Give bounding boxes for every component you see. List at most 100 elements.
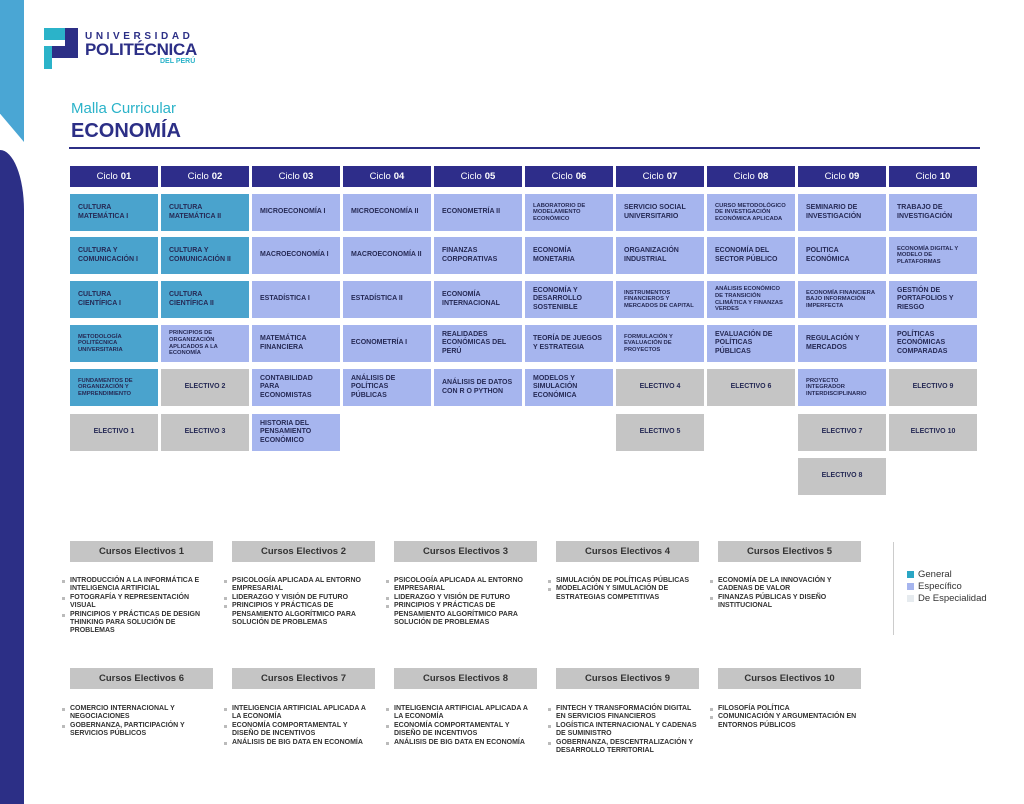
legend-divider — [893, 542, 894, 635]
elective-item: FOTOGRAFÍA Y REPRESENTACIÓN VISUAL — [62, 594, 212, 611]
cycle-number: 02 — [211, 171, 223, 182]
course-cell: Electivo 7 — [798, 414, 886, 451]
elective-item: FINTECH Y TRANSFORMACIÓN DIGITAL EN SERV… — [548, 705, 698, 722]
course-cell: Econometría II — [434, 194, 522, 231]
course-cell: Análisis de Datos con R o Python — [434, 369, 522, 406]
elective-item: ANÁLISIS DE BIG DATA EN ECONOMÍA — [224, 739, 374, 747]
elective-item: SIMULACIÓN DE POLÍTICAS PÚBLICAS — [548, 577, 698, 585]
course-cell: Realidades Económicas del Perú — [434, 325, 522, 362]
course-cell: Economía Internacional — [434, 281, 522, 318]
elective-item: COMUNICACIÓN Y ARGUMENTACIÓN EN ENTORNOS… — [710, 713, 860, 730]
course-cell: Finanzas Corporativas — [434, 237, 522, 274]
course-cell: Electivo 1 — [70, 414, 158, 451]
cycle-label: Ciclo — [824, 171, 846, 182]
course-cell: Análisis de Políticas Públicas — [343, 369, 431, 406]
cycle-number: 06 — [575, 171, 587, 182]
course-cell: Politica Económica — [798, 237, 886, 274]
course-cell: Contabilidad para Economistas — [252, 369, 340, 406]
elective-item: MODELACIÓN Y SIMULACIÓN DE ESTRATEGIAS C… — [548, 585, 698, 602]
elective-group-title: Cursos Electivos 10 — [718, 668, 861, 689]
course-cell: Servicio Social Universitario — [616, 194, 704, 231]
elective-item: GOBERNANZA, PARTICIPACIÓN Y SERVICIOS PÚ… — [62, 722, 212, 739]
cycle-number: 05 — [484, 171, 496, 182]
course-cell: Trabajo de Investigación — [889, 194, 977, 231]
elective-list: INTELIGENCIA ARTIFICIAL APLICADA A LA EC… — [224, 705, 374, 747]
course-cell: Electivo 5 — [616, 414, 704, 451]
elective-item: GOBERNANZA, DESCENTRALIZACIÓN Y DESARROL… — [548, 739, 698, 756]
course-cell: Metodología Politécnica Universitaria — [70, 325, 158, 362]
course-cell: Macroeconomía II — [343, 237, 431, 274]
elective-group-title: Cursos Electivos 3 — [394, 541, 537, 562]
elective-group-title: Cursos Electivos 9 — [556, 668, 699, 689]
elective-list: ECONOMÍA DE LA INNOVACIÓN Y CADENAS DE V… — [710, 577, 860, 611]
cycle-number: 08 — [757, 171, 769, 182]
elective-group-title: Cursos Electivos 5 — [718, 541, 861, 562]
elective-list: PSICOLOGÍA APLICADA AL ENTORNO EMPRESARI… — [386, 577, 536, 627]
elective-item: PRINCIPIOS Y PRÁCTICAS DE DESIGN THINKIN… — [62, 611, 212, 636]
course-cell: Econometría I — [343, 325, 431, 362]
course-cell: Seminario de Investigación — [798, 194, 886, 231]
elective-item: COMERCIO INTERNACIONAL Y NEGOCIACIONES — [62, 705, 212, 722]
cycle-label: Ciclo — [915, 171, 937, 182]
legend-swatch-icon — [907, 594, 914, 602]
elective-item: PRINCIPIOS Y PRÁCTICAS DE PENSAMIENTO AL… — [386, 602, 536, 627]
course-cell: Cultura Científica II — [161, 281, 249, 318]
course-cell: Electivo 2 — [161, 369, 249, 406]
elective-item: PSICOLOGÍA APLICADA AL ENTORNO EMPRESARI… — [224, 577, 374, 594]
cycle-label: Ciclo — [733, 171, 755, 182]
elective-item: PSICOLOGÍA APLICADA AL ENTORNO EMPRESARI… — [386, 577, 536, 594]
course-cell: Instrumentos Financieros y Mercados de C… — [616, 281, 704, 318]
elective-item: ANÁLISIS DE BIG DATA EN ECONOMÍA — [386, 739, 536, 747]
elective-item: ECONOMÍA COMPORTAMENTAL Y DISEÑO DE INCE… — [224, 722, 374, 739]
legend-item: De Especialidad — [907, 592, 987, 604]
elective-item: FILOSOFÍA POLÍTICA — [710, 705, 860, 713]
elective-item: ECONOMÍA COMPORTAMENTAL Y DISEÑO DE INCE… — [386, 722, 536, 739]
course-cell: Economía Digital y Modelo de Plataformas — [889, 237, 977, 274]
course-cell: Economía Financiera Bajo Información Imp… — [798, 281, 886, 318]
elective-item: LOGÍSTICA INTERNACIONAL Y CADENAS DE SUM… — [548, 722, 698, 739]
logo-line2: POLITÉCNICA — [85, 40, 197, 59]
cycle-label: Ciclo — [642, 171, 664, 182]
university-logo: UNIVERSIDAD POLITÉCNICA DEL PERÚ — [44, 28, 204, 72]
course-cell: Laboratorio de Modelamiento Económico — [525, 194, 613, 231]
legend-item: General — [907, 568, 987, 580]
course-cell: Modelos y Simulación Económica — [525, 369, 613, 406]
course-cell: Cultura y Comunicación I — [70, 237, 158, 274]
cycle-label: Ciclo — [369, 171, 391, 182]
legend-swatch-icon — [907, 570, 914, 578]
course-cell: Estadística I — [252, 281, 340, 318]
elective-item: INTELIGENCIA ARTIFICIAL APLICADA A LA EC… — [224, 705, 374, 722]
cycle-number: 10 — [939, 171, 951, 182]
cycle-number: 07 — [666, 171, 678, 182]
course-cell: Economía del Sector Público — [707, 237, 795, 274]
cycle-number: 03 — [302, 171, 314, 182]
title-divider — [69, 147, 980, 149]
course-cell: Análisis Económico de Transición Climáti… — [707, 281, 795, 318]
elective-list: INTELIGENCIA ARTIFICIAL APLICADA A LA EC… — [386, 705, 536, 747]
course-cell: Formulación y Evaluación de Proyectos — [616, 325, 704, 362]
elective-item: FINANZAS PÚBLICAS Y DISEÑO INSTITUCIONAL — [710, 594, 860, 611]
elective-list: FINTECH Y TRANSFORMACIÓN DIGITAL EN SERV… — [548, 705, 698, 755]
course-cell: Teoría de Juegos y Estrategia — [525, 325, 613, 362]
course-cell: Políticas Económicas Comparadas — [889, 325, 977, 362]
page-title: ECONOMÍA — [71, 120, 181, 142]
course-cell: Economía Monetaria — [525, 237, 613, 274]
course-cell: Cultura Matemática II — [161, 194, 249, 231]
elective-group-title: Cursos Electivos 1 — [70, 541, 213, 562]
course-cell: Macroeconomía I — [252, 237, 340, 274]
elective-group-title: Cursos Electivos 4 — [556, 541, 699, 562]
elective-group-title: Cursos Electivos 8 — [394, 668, 537, 689]
course-cell: Electivo 8 — [798, 458, 886, 495]
elective-item: PRINCIPIOS Y PRÁCTICAS DE PENSAMIENTO AL… — [224, 602, 374, 627]
elective-item: INTRODUCCIÓN A LA INFORMÁTICA E INTELIGE… — [62, 577, 212, 594]
course-cell: Electivo 3 — [161, 414, 249, 451]
